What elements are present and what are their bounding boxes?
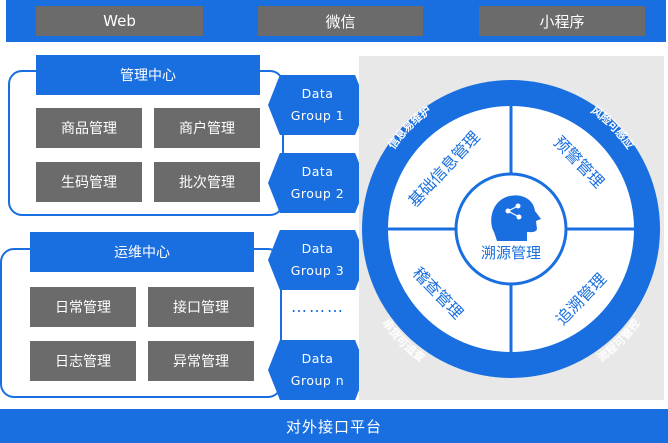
data-group-n-line1: Data — [301, 351, 334, 366]
data-group-1-line2: Group 1 — [290, 108, 345, 123]
data-group-2-node: Data Group 2 — [268, 153, 367, 213]
head-brain-icon — [491, 195, 541, 241]
daily-management-button[interactable]: 日常管理 — [30, 287, 136, 327]
product-management-button[interactable]: 商品管理 — [36, 108, 142, 148]
data-group-2-line2: Group 2 — [290, 186, 345, 201]
data-group-3-line1: Data — [301, 241, 334, 256]
data-group-3-node: Data Group 3 — [268, 230, 367, 290]
log-management-button[interactable]: 日志管理 — [30, 341, 136, 381]
management-center-title: 管理中心 — [36, 55, 260, 95]
tab-web[interactable]: Web — [36, 6, 203, 36]
tab-wechat[interactable]: 微信 — [258, 6, 423, 36]
data-group-1-node: Data Group 1 — [268, 75, 367, 135]
exception-management-button[interactable]: 异常管理 — [148, 341, 254, 381]
ops-center-title: 运维中心 — [30, 232, 254, 272]
data-group-2-line1: Data — [301, 164, 334, 179]
data-group-n-node: Data Group n — [268, 340, 367, 400]
batch-management-button[interactable]: 批次管理 — [154, 162, 260, 202]
code-generation-button[interactable]: 生码管理 — [36, 162, 142, 202]
interface-management-button[interactable]: 接口管理 — [148, 287, 254, 327]
data-group-n-line2: Group n — [290, 373, 345, 388]
merchant-management-button[interactable]: 商户管理 — [154, 108, 260, 148]
data-group-ellipsis: ……… — [291, 297, 345, 316]
data-group-3-line2: Group 3 — [290, 263, 345, 278]
center-label: 溯源管理 — [481, 245, 541, 262]
tab-miniprogram[interactable]: 小程序 — [479, 6, 645, 36]
external-interface-platform-bar[interactable]: 对外接口平台 — [0, 409, 668, 443]
data-group-1-line1: Data — [301, 86, 334, 101]
